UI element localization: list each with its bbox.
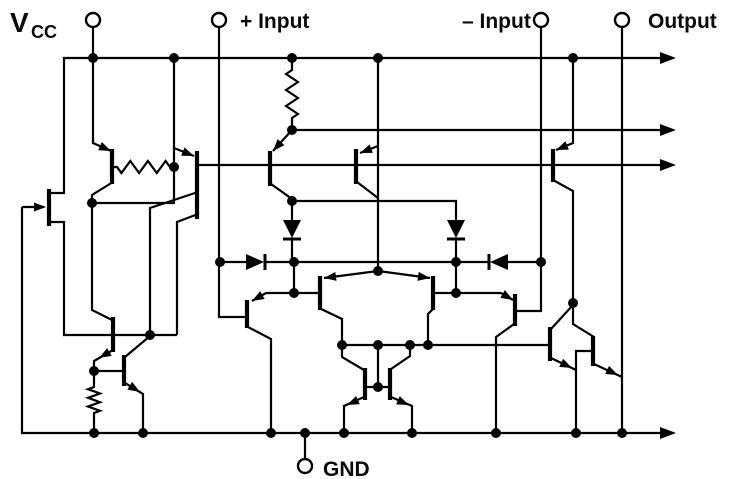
junction-dot [491,428,501,438]
gnd-terminal [296,457,314,475]
wire [292,199,458,220]
junction-dot [287,196,297,206]
wire [148,190,199,335]
wire [555,58,575,152]
wire [91,58,112,153]
emitter-arrow-icon [347,395,360,405]
emitter-arrow-icon [324,271,337,281]
junction-dot [215,257,225,267]
junction-dot [89,366,99,376]
junction-dot [407,428,417,438]
minus-input-terminal [532,11,550,29]
junction-dot [287,53,297,63]
wire [90,203,113,321]
junction-dot [373,266,383,276]
junction-dot [617,428,627,438]
gnd-label: GND [323,458,370,479]
emitter-arrow-icon [360,144,373,153]
emitter-arrow-icon [559,358,572,368]
junction-dot [89,428,99,438]
bus-arrow-icon [660,52,676,64]
wire [517,27,543,313]
emitter-arrow-icon [98,142,111,151]
junction-dot [536,257,546,267]
wire [124,335,151,358]
junction-dot [451,288,461,298]
wire [245,325,273,433]
junction-dot [373,382,383,392]
bus-arrow-icon [660,124,676,136]
supply-resistor-resistor-icon [284,66,300,122]
junction-dot [87,198,97,208]
wire [20,207,660,435]
vcc-terminal [84,11,102,29]
emitter-arrow-icon [396,396,409,405]
wire [574,349,594,433]
wire [50,56,660,195]
bus-arrow-icon [660,159,676,171]
junction-dot [405,340,415,350]
emitter-arrow-icon [273,139,285,151]
emitter-arrow-icon [34,202,46,212]
base-resistor-resistor-icon [113,159,174,175]
wire [550,304,574,330]
emitter-arrow-icon [252,291,265,301]
wire [175,212,199,335]
junction-dot [138,428,148,438]
junction-dot [287,125,297,135]
junction-dot [339,428,349,438]
wire [92,167,176,205]
bus-arrow-icon [660,427,676,439]
junction-dot [373,340,383,350]
junction-dot [289,288,299,298]
junction-dot [571,428,581,438]
emitter-arrow-icon [605,365,618,375]
junction-dot [289,257,299,267]
junction-dot [568,53,578,63]
plus-input-label: + Input [240,10,309,33]
junction-dot [300,428,310,438]
emitter-arrow-icon [556,141,569,150]
junction-dot [169,162,179,172]
wire [390,395,414,433]
output-label: Output [648,10,717,33]
vcc-label-main: V [10,7,29,38]
bias-resistor-resistor-icon [84,383,104,417]
emitter-arrow-icon [181,147,194,156]
junction-dot [373,53,383,63]
junction-dot [88,53,98,63]
emitter-arrow-icon [99,348,112,358]
clamp-diode-right-icon [246,254,264,270]
wire [50,220,177,337]
junction-dot [337,340,347,350]
wire [356,181,379,199]
wire [426,307,435,345]
clamp-diode-down-1-icon [283,220,301,238]
junction-dot [423,340,433,350]
output-terminal [613,11,631,29]
clamp-diode-left-icon [490,254,508,270]
emitter-arrow-icon [500,290,513,300]
minus-input-label: – Input [462,10,531,33]
emitter-arrow-icon [417,271,430,281]
wire [217,27,247,319]
wire [494,323,515,433]
junction-dot [145,330,155,340]
wire [552,179,595,338]
junction-dot [266,428,276,438]
junction-dot [451,257,461,267]
plus-input-terminal [210,11,228,29]
emitter-arrow-icon [127,381,140,392]
junction-dot [169,53,179,63]
junction-dot [568,298,578,308]
vcc-label-sub: CC [31,22,57,42]
wire [318,307,365,371]
clamp-diode-down-2-icon [447,220,465,238]
